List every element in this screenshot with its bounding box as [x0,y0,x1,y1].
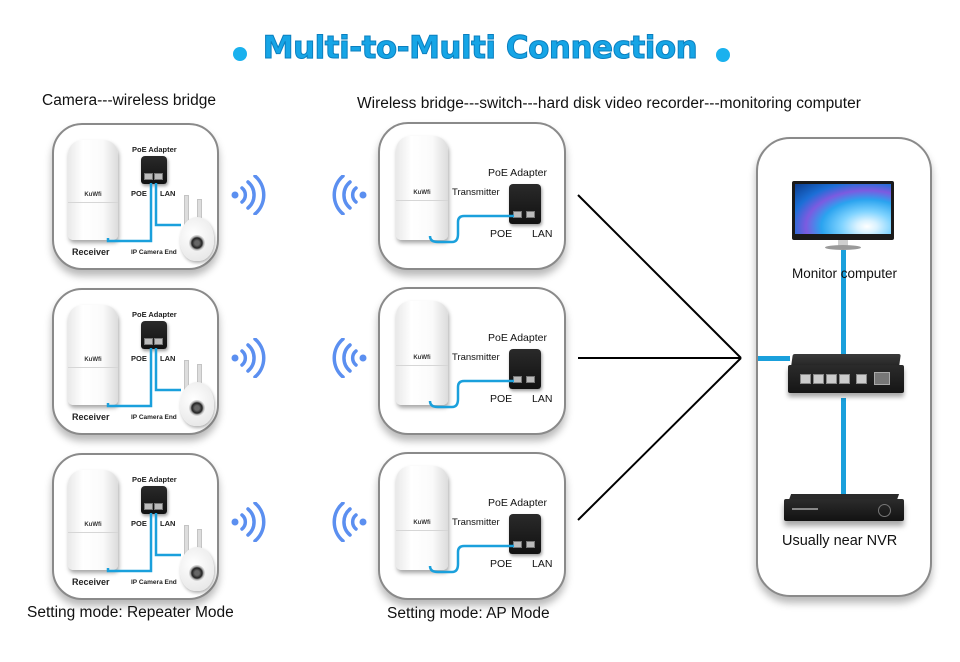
poe-adapter [509,184,541,224]
receiver-label: Receiver [72,577,110,587]
ethernet-cable [428,379,514,409]
poe-port-label: POE [131,189,147,198]
ip-camera [180,382,214,426]
left-column-footer: Setting mode: Repeater Mode [27,604,234,621]
poe-adapter-label: PoE Adapter [132,475,177,484]
poe-adapter [141,321,167,349]
ethernet-cable [428,214,514,244]
wifi-signal-right-icon [228,338,268,378]
bridge-brand: KuWfi [84,192,102,198]
poe-port-label: POE [490,393,513,405]
monitor-screen [792,181,894,240]
ethernet-cable [106,513,181,573]
bridge-transmitter-panel: KuWfi PoE Adapter Transmitter POE LAN [378,287,566,435]
poe-adapter-label: PoE Adapter [488,167,547,179]
wifi-signal-left-icon [330,175,370,215]
title-bullet-left [233,47,247,61]
middle-column-heading: Wireless bridge---switch---hard disk vid… [357,95,861,112]
lan-port-label: LAN [532,558,553,570]
poe-port-label: POE [131,354,147,363]
transmitter-label: Transmitter [452,187,500,198]
ethernet-cable [106,183,181,243]
left-column-heading: Camera---wireless bridge [42,92,216,109]
poe-adapter-label: PoE Adapter [488,497,547,509]
camera-lens [189,235,205,251]
monitor-label: Monitor computer [792,266,898,281]
nvr-label: Usually near NVR [782,533,898,549]
camera-bridge-panel: KuWfi PoE Adapter POE LAN Receiver IP Ca… [52,288,219,435]
poe-port-label: POE [131,519,147,528]
receiver-label: Receiver [72,247,110,257]
cable-switch-nvr [841,398,846,494]
receiver-bridge: KuWfi [68,470,118,570]
wifi-signal-right-icon [228,175,268,215]
ip-camera [180,217,214,261]
lan-port-label: LAN [532,393,553,405]
nvr-recorder [784,494,904,526]
poe-switch [788,354,904,398]
link-line-bottom [577,357,742,521]
poe-adapter [509,349,541,389]
bridge-brand: KuWfi [84,522,102,528]
bridge-transmitter-panel: KuWfi PoE Adapter Transmitter POE LAN [378,452,566,600]
lan-port-label: LAN [532,228,553,240]
camera-lens [189,400,205,416]
monitor-stand [838,240,848,247]
wifi-signal-right-icon [228,502,268,542]
transmitter-bridge: KuWfi [396,301,448,405]
camera-lens [189,565,205,581]
cable-bridge-switch [758,356,790,361]
link-line-top [577,194,742,359]
receiver-bridge: KuWfi [68,140,118,240]
bridge-brand: KuWfi [84,357,102,363]
bridge-transmitter-panel: KuWfi PoE Adapter Transmitter POE LAN [378,122,566,270]
lan-port-label: LAN [160,354,176,363]
monitor-computer [792,181,894,251]
lan-port-label: LAN [160,189,176,198]
receiver-bridge: KuWfi [68,305,118,405]
lan-port-label: LAN [160,519,176,528]
ip-camera [180,547,214,591]
ethernet-cable [428,544,514,574]
poe-port-label: POE [490,228,513,240]
poe-adapter-label: PoE Adapter [132,310,177,319]
cable-monitor-switch [841,250,846,355]
poe-adapter [141,486,167,514]
camera-end-label: IP Camera End [131,579,177,586]
ethernet-cable [106,348,181,408]
poe-port-label: POE [490,558,513,570]
bridge-brand: KuWfi [413,190,431,197]
transmitter-bridge: KuWfi [396,466,448,570]
camera-end-label: IP Camera End [131,414,177,421]
poe-adapter [141,156,167,184]
transmitter-label: Transmitter [452,352,500,363]
transmitter-label: Transmitter [452,517,500,528]
camera-end-label: IP Camera End [131,249,177,256]
bridge-brand: KuWfi [413,520,431,527]
poe-adapter-label: PoE Adapter [488,332,547,344]
transmitter-bridge: KuWfi [396,136,448,240]
middle-column-footer: Setting mode: AP Mode [387,605,550,622]
bridge-brand: KuWfi [413,355,431,362]
camera-bridge-panel: KuWfi PoE Adapter POE LAN Receiver IP Ca… [52,453,219,600]
wifi-signal-left-icon [330,338,370,378]
camera-bridge-panel: KuWfi PoE Adapter POE LAN Receiver IP Ca… [52,123,219,270]
poe-adapter-label: PoE Adapter [132,145,177,154]
receiver-label: Receiver [72,412,110,422]
page-title: Multi-to-Multi Connection [262,30,698,67]
wifi-signal-left-icon [330,502,370,542]
poe-adapter [509,514,541,554]
title-bullet-right [716,48,730,62]
monitor-base [825,245,861,250]
